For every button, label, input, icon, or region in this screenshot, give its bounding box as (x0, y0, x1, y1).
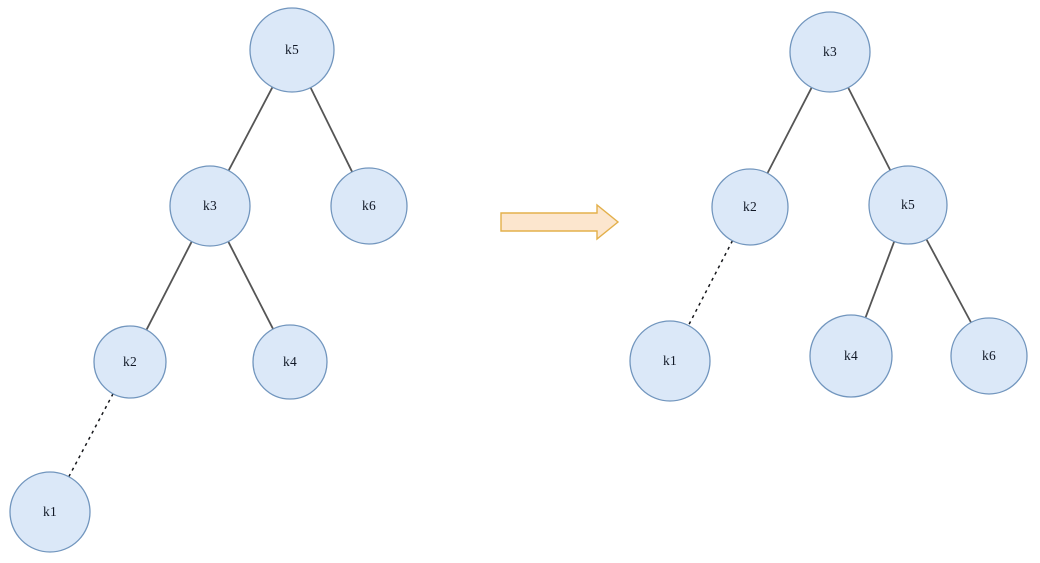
node-after-k3[interactable]: k3 (789, 11, 871, 93)
edge-before-k3-k4 (227, 241, 274, 330)
node-label-before-k6: k6 (362, 198, 376, 213)
node-before-k4[interactable]: k4 (252, 324, 328, 400)
node-circle-after-k2 (711, 168, 789, 246)
node-before-k2[interactable]: k2 (93, 325, 167, 399)
edge-after-k3-k5 (847, 87, 892, 171)
node-before-k5[interactable]: k5 (249, 7, 335, 93)
node-circle-after-k4 (809, 314, 893, 398)
transform-arrow (500, 203, 620, 241)
node-label-after-k1: k1 (663, 353, 677, 368)
node-label-after-k5: k5 (901, 197, 915, 212)
node-before-k3[interactable]: k3 (169, 165, 251, 247)
node-label-after-k3: k3 (823, 44, 837, 59)
node-label-after-k2: k2 (743, 199, 757, 214)
edge-after-k5-k6 (925, 238, 972, 323)
node-after-k2[interactable]: k2 (711, 168, 789, 246)
node-circle-before-k5 (249, 7, 335, 93)
edge-before-k5-k3 (227, 86, 274, 172)
left-tree-nodes: k5 k3 k6 k2 k4 k1 (9, 7, 408, 553)
node-label-before-k5: k5 (285, 42, 299, 57)
node-after-k5[interactable]: k5 (868, 165, 948, 245)
edge-after-k2-k1 (687, 240, 734, 326)
edge-before-k3-k2 (145, 241, 193, 331)
node-before-k6[interactable]: k6 (330, 167, 408, 245)
node-circle-before-k1 (9, 471, 91, 553)
node-label-before-k1: k1 (43, 504, 57, 519)
arrow-right-icon (500, 203, 620, 241)
node-before-k1[interactable]: k1 (9, 471, 91, 553)
right-tree-nodes: k3 k2 k5 k1 k4 k6 (629, 11, 1028, 402)
edge-after-k5-k4 (864, 241, 896, 318)
right-tree-edges (687, 87, 972, 326)
node-label-after-k4: k4 (844, 348, 858, 363)
node-after-k6[interactable]: k6 (950, 317, 1028, 395)
node-label-before-k2: k2 (123, 354, 137, 369)
node-circle-after-k5 (868, 165, 948, 245)
node-after-k1[interactable]: k1 (629, 320, 711, 402)
left-tree-edges (68, 86, 353, 478)
node-circle-before-k6 (330, 167, 408, 245)
node-label-after-k6: k6 (982, 348, 996, 363)
edge-before-k5-k6 (309, 87, 353, 173)
node-label-before-k3: k3 (203, 198, 217, 213)
node-label-before-k4: k4 (283, 354, 297, 369)
node-circle-before-k4 (252, 324, 328, 400)
node-circle-before-k3 (169, 165, 251, 247)
node-circle-after-k1 (629, 320, 711, 402)
edge-after-k3-k2 (766, 87, 813, 174)
node-circle-after-k3 (789, 11, 871, 93)
edge-before-k2-k1 (68, 393, 114, 478)
node-after-k4[interactable]: k4 (809, 314, 893, 398)
node-circle-before-k2 (93, 325, 167, 399)
node-circle-after-k6 (950, 317, 1028, 395)
